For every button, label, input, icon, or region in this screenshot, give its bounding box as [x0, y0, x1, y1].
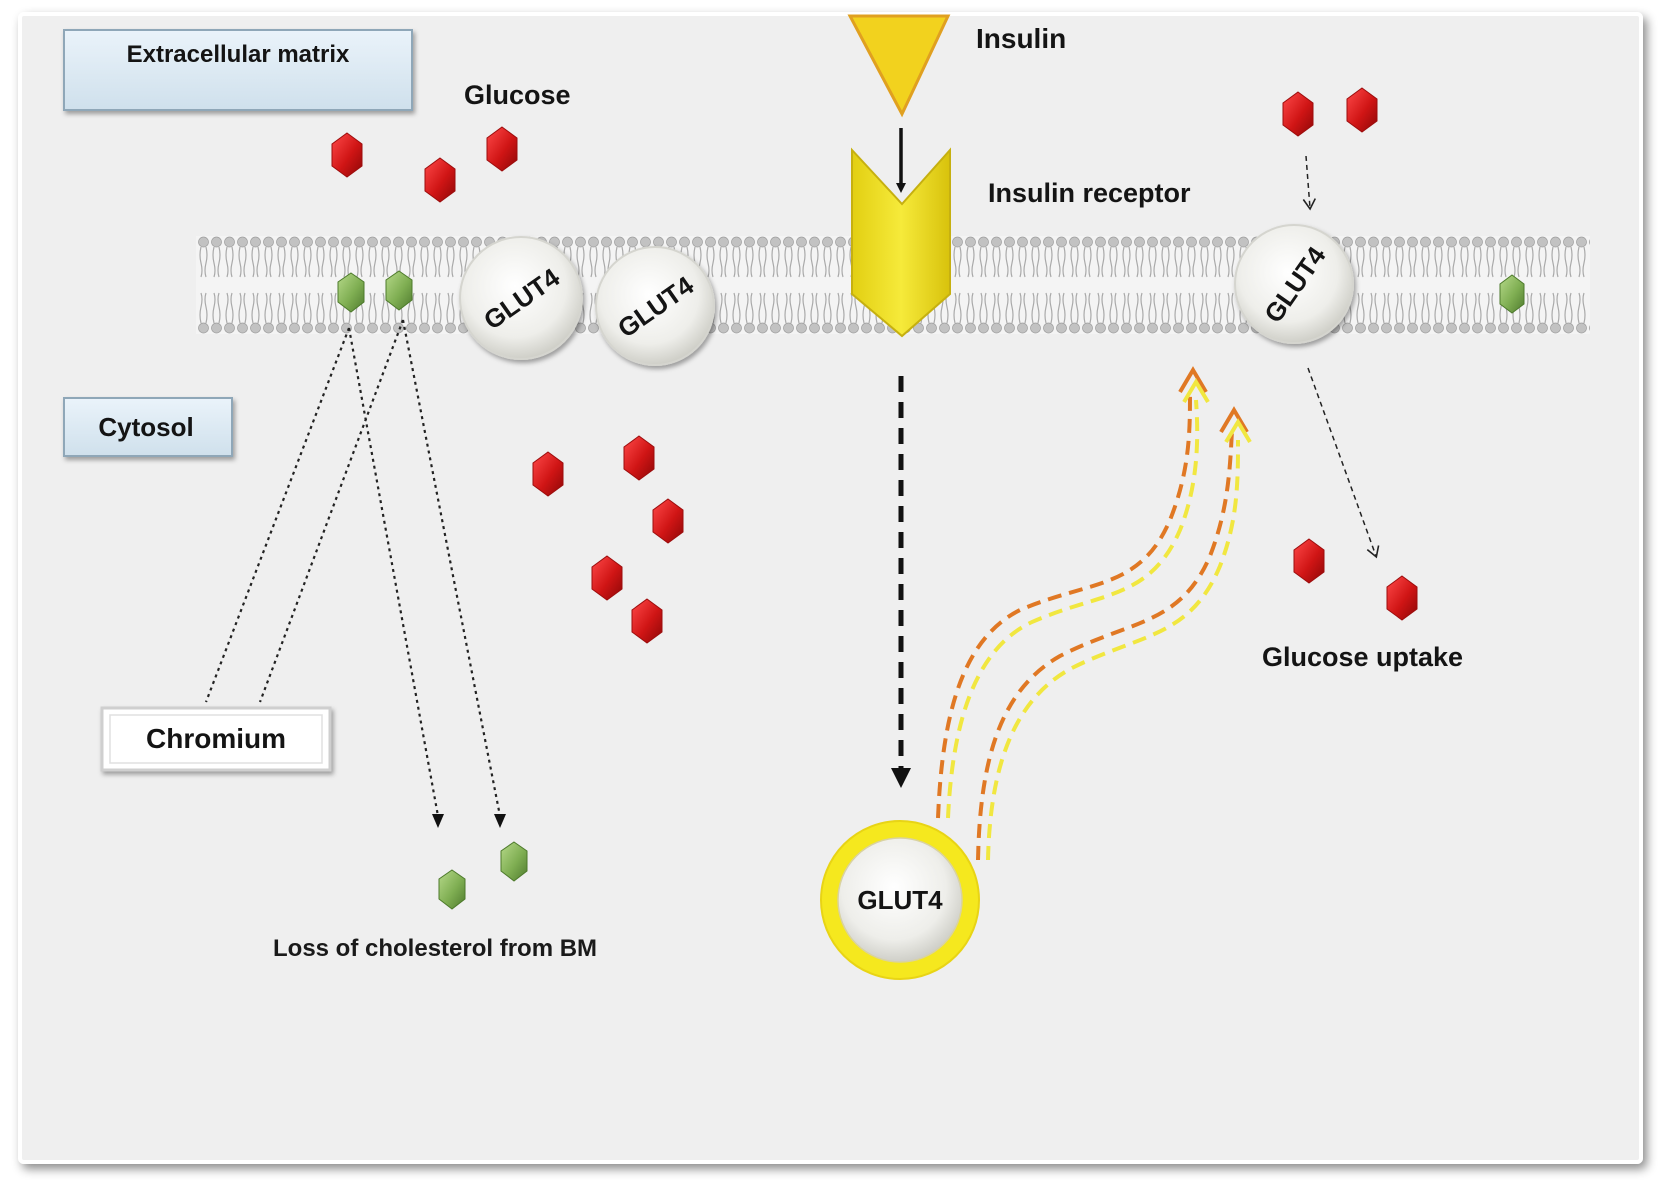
glucose-uptake-arrow: [1307, 367, 1380, 559]
glut4-vesicle-label: GLUT4: [857, 885, 943, 915]
translocation-arrowhead-1: [1178, 366, 1208, 394]
cholesterol-arrowhead-2: [494, 814, 506, 828]
glut4-membrane-2: GLUT4: [595, 246, 715, 366]
translocation-arrowhead-2: [1219, 406, 1249, 434]
cholesterol-released: [438, 869, 466, 910]
signal-arrowhead: [891, 768, 911, 788]
cholesterol-in-membrane: [385, 270, 413, 311]
glucose-label: Glucose: [464, 80, 571, 110]
glucose-molecule: [1293, 538, 1325, 584]
chromium-box: Chromium: [100, 706, 332, 772]
extracellular-matrix-label: Extracellular matrix: [127, 41, 350, 68]
translocation-arrows: [936, 391, 1240, 861]
glucose-molecule: [591, 555, 623, 601]
insulin-molecule: [847, 14, 951, 118]
cholesterol-in-membrane: [337, 272, 365, 313]
cytosol-box: Cytosol: [63, 397, 233, 457]
glucose-molecule: [623, 435, 655, 481]
glucose-molecule: [331, 132, 363, 178]
cholesterol-released: [500, 841, 528, 882]
glucose-molecule: [1282, 91, 1314, 137]
translocation-arrowhead-2b: [1224, 418, 1252, 444]
glucose-molecule: [631, 598, 663, 644]
insulin-label: Insulin: [976, 23, 1066, 54]
glucose-molecule: [1346, 87, 1378, 133]
chromium-label: Chromium: [146, 723, 286, 754]
chromium-dotted-lines: [204, 319, 502, 817]
glucose-molecule: [652, 498, 684, 544]
glucose-molecule: [1386, 575, 1418, 621]
cholesterol-in-membrane: [1499, 274, 1525, 314]
translocation-arrowhead-1b: [1182, 378, 1210, 404]
insulin-receptor: [851, 147, 951, 338]
glucose-molecule: [486, 126, 518, 172]
glucose-uptake-label: Glucose uptake: [1262, 642, 1463, 672]
cholesterol-arrowhead-1: [432, 814, 444, 828]
glucose-molecules: [331, 87, 1418, 644]
glut4-vesicle: GLUT4: [820, 820, 980, 980]
glut4-membrane-1: GLUT4: [459, 236, 583, 360]
insulin-receptor-label: Insulin receptor: [988, 178, 1191, 208]
cytosol-label: Cytosol: [98, 412, 193, 442]
extracellular-matrix-box: Extracellular matrix: [63, 29, 413, 111]
glucose-molecule: [424, 157, 456, 203]
loss-cholesterol-label: Loss of cholesterol from BM: [273, 935, 597, 962]
cholesterol-molecules: [337, 270, 1525, 910]
glut4-membrane-3: GLUT4: [1234, 224, 1354, 344]
glucose-molecule: [532, 451, 564, 497]
